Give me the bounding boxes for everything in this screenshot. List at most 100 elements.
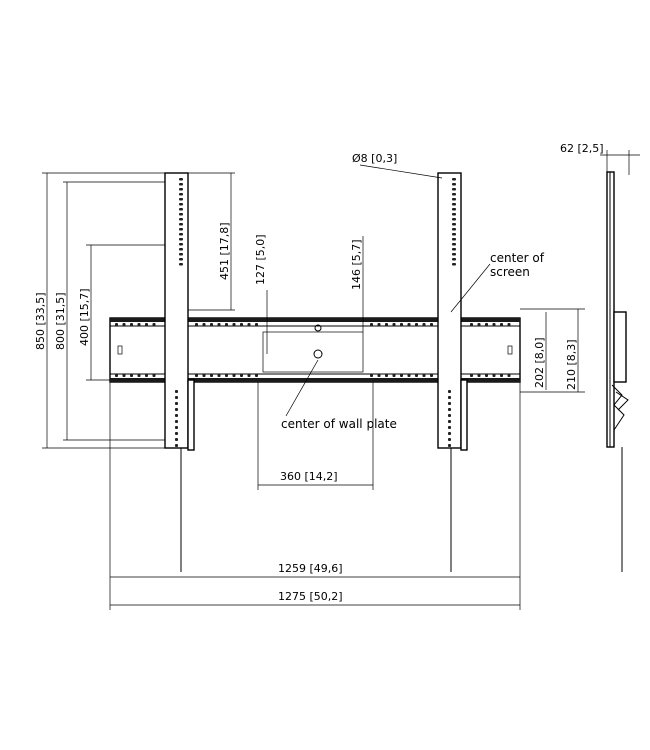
slot [202,323,206,326]
slot [370,374,373,377]
slot [448,414,451,417]
slot [385,323,388,326]
dim-800: 800 [31,5] [54,292,67,350]
slot [195,374,198,377]
slot [452,193,456,196]
slot [225,323,228,326]
dim-850: 850 [33,5] [34,292,47,350]
slot [452,238,456,241]
slot [452,263,456,266]
dim-146: 146 [5,7] [350,239,363,290]
dimension-lines [42,150,640,610]
left-arm [164,172,195,572]
slot [175,414,178,417]
slot [210,374,213,377]
slot [175,408,178,411]
slot [452,258,456,261]
right-arm-slots [448,178,456,447]
slot [179,263,183,266]
slot [195,323,198,326]
slot [232,323,236,326]
slot [179,183,183,186]
slot [175,444,178,447]
slot [240,323,243,326]
slot [217,323,221,326]
slot [448,402,451,405]
slot [415,374,418,377]
slot [175,438,178,441]
label-center-of-screen-2: screen [490,265,530,279]
slot [485,323,488,326]
slot [452,213,456,216]
slot [492,374,496,377]
side-view [606,171,629,572]
slot [179,228,183,231]
slot [407,323,411,326]
slot [448,444,451,447]
slot [448,438,451,441]
slot [448,426,451,429]
slot [485,374,488,377]
slot [452,253,456,256]
slot [122,323,126,326]
slot [452,228,456,231]
slot [477,374,481,377]
slot [452,183,456,186]
slot [507,323,511,326]
slot [430,374,433,377]
slot [255,374,258,377]
slot [247,374,251,377]
slot [247,323,251,326]
dim-360: 360 [14,2] [280,470,338,483]
slot [179,193,183,196]
slot [210,323,213,326]
slot [115,323,118,326]
slot [470,323,473,326]
right-arm [437,172,468,572]
slot [130,374,133,377]
slot [145,374,148,377]
slot [370,323,373,326]
dim-400: 400 [15,7] [78,288,91,346]
slot [452,188,456,191]
slot [507,374,511,377]
slot [452,233,456,236]
dim-1259: 1259 [49,6] [278,562,343,575]
mounting-holes [115,323,511,377]
slot [179,248,183,251]
slot [385,374,388,377]
slot [470,374,473,377]
slot [452,203,456,206]
slot [377,323,381,326]
slot [422,323,426,326]
slot [448,432,451,435]
slot [130,323,133,326]
slot [452,248,456,251]
slot [122,374,126,377]
slot [448,408,451,411]
label-center-of-screen-1: center of [490,251,545,265]
slot [422,374,426,377]
slot [500,374,503,377]
slot [400,374,403,377]
slot [225,374,228,377]
slot [175,432,178,435]
slot [500,323,503,326]
slot [175,396,178,399]
slot [152,374,156,377]
slot [179,213,183,216]
dim-202: 202 [8,0] [533,337,546,388]
slot [179,258,183,261]
slot [452,218,456,221]
slot [179,178,183,181]
slot [175,426,178,429]
slot [452,208,456,211]
dim-210: 210 [8,3] [565,339,578,390]
dim-127: 127 [5,0] [254,234,267,285]
slot [407,374,411,377]
slot [400,323,403,326]
dim-depth: 62 [2,5] [560,142,604,155]
slot [217,374,221,377]
slot [240,374,243,377]
